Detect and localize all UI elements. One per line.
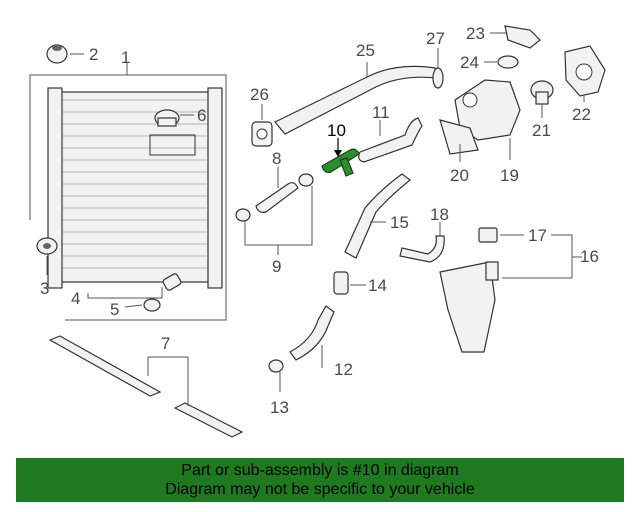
part-4-drain-plug[interactable] [162, 273, 182, 291]
callout-14[interactable]: 14 [368, 276, 387, 295]
part-27-gasket[interactable] [432, 67, 444, 89]
part-26-gasket[interactable] [251, 121, 273, 147]
callout-26[interactable]: 26 [250, 85, 269, 104]
callout-27[interactable]: 27 [426, 29, 445, 48]
leader-7 [147, 356, 189, 406]
part-7-seal-lower[interactable] [173, 402, 244, 438]
callout-5[interactable]: 5 [110, 300, 119, 319]
part-23-sensor[interactable] [504, 25, 541, 49]
part-10-hose-highlighted[interactable] [321, 148, 360, 177]
part-5-o-ring[interactable] [143, 298, 161, 312]
part-14-fitting[interactable] [333, 271, 349, 295]
part-11-hose[interactable] [358, 117, 423, 163]
part-9-clamp-left[interactable] [235, 208, 251, 222]
radiator[interactable] [47, 87, 223, 289]
callout-7[interactable]: 7 [161, 334, 170, 353]
part-17-cap[interactable] [478, 227, 498, 243]
callout-19[interactable]: 19 [500, 166, 519, 185]
callout-15[interactable]: 15 [390, 213, 409, 232]
part-24-gasket[interactable] [497, 55, 519, 69]
callout-25[interactable]: 25 [356, 41, 375, 60]
part-8-hose[interactable] [255, 182, 299, 213]
callout-24[interactable]: 24 [460, 53, 479, 72]
callout-22[interactable]: 22 [572, 105, 591, 124]
callout-23[interactable]: 23 [466, 24, 485, 43]
callout-2[interactable]: 2 [89, 45, 98, 64]
callout-13[interactable]: 13 [270, 398, 289, 417]
banner-line-2: Diagram may not be specific to your vehi… [165, 481, 475, 498]
callout-12[interactable]: 12 [334, 360, 353, 379]
callout-11[interactable]: 11 [372, 103, 390, 122]
callout-20[interactable]: 20 [450, 166, 469, 185]
part-20-gasket[interactable] [439, 119, 479, 155]
part-19-thermostat-housing[interactable] [454, 79, 521, 141]
callout-3[interactable]: 3 [40, 279, 49, 298]
part-3-mount[interactable] [36, 237, 58, 255]
leader-10-arrow [334, 150, 342, 157]
callout-8[interactable]: 8 [272, 149, 281, 168]
radiator-bracket [29, 74, 227, 321]
part-22-water-outlet[interactable] [564, 45, 606, 97]
callout-18[interactable]: 18 [430, 205, 449, 224]
part-16-coolant-reservoir[interactable] [439, 261, 499, 353]
callout-1[interactable]: 1 [121, 48, 130, 67]
part-15-hose[interactable] [344, 173, 411, 259]
part-21-thermostat[interactable] [530, 80, 554, 105]
callout-16[interactable]: 16 [580, 247, 599, 266]
part-6-radiator-cap[interactable] [154, 109, 180, 127]
leader-5 [124, 304, 143, 308]
callout-6[interactable]: 6 [197, 106, 206, 125]
leader-4 [87, 287, 163, 299]
part-2-cushion[interactable] [46, 44, 68, 64]
callout-9[interactable]: 9 [272, 257, 281, 276]
part-9-clamp-right[interactable] [298, 173, 314, 187]
parts-diagram: 1 2 3 4 5 6 7 8 9 10 11 12 13 14 15 16 1… [29, 24, 606, 438]
banner-line-1: Part or sub-assembly is #10 in diagram [181, 462, 459, 479]
callout-17[interactable]: 17 [528, 226, 547, 245]
part-7-seal-upper[interactable] [48, 335, 162, 397]
callout-21[interactable]: 21 [532, 121, 551, 140]
part-18-hose[interactable] [399, 235, 445, 263]
info-banner: Part or sub-assembly is #10 in diagram D… [16, 458, 624, 502]
callout-4[interactable]: 4 [71, 289, 80, 308]
part-13-clamp[interactable] [268, 359, 284, 373]
part-12-hose[interactable] [289, 305, 335, 361]
callout-10[interactable]: 10 [327, 121, 346, 140]
